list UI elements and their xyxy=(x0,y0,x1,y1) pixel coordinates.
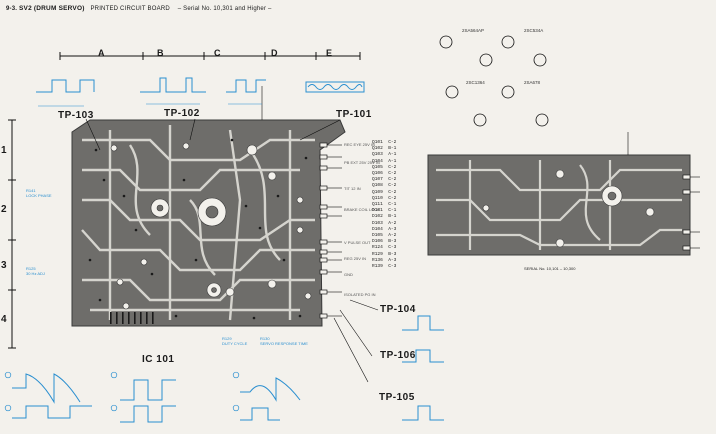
table-row: D101 C-1 xyxy=(372,208,397,214)
row-ruler xyxy=(8,119,16,349)
table-row: Q108 C-2 xyxy=(372,183,397,189)
table-row: R129 B-3 xyxy=(372,251,397,257)
scope-traces-bottom xyxy=(12,315,444,423)
r130-note: R130 SERVO RESPONSE TIME xyxy=(260,336,308,346)
diagram-title: 9-3. SV2 (DRUM SERVO) PRINTED CIRCUIT BO… xyxy=(6,5,272,12)
table-row: Q109 C-2 xyxy=(372,189,397,195)
coil-waveform xyxy=(305,81,365,93)
ic-101-label: IC 101 xyxy=(142,354,175,365)
transistor-symbols xyxy=(439,35,549,127)
parts-location-table: Q101 C-2 Q102 B-1 Q103 A-1 Q104 A-1 Q105… xyxy=(372,140,396,270)
title-main: SV2 (DRUM SERVO) xyxy=(19,5,85,12)
transistor-label: 2SA564AP xyxy=(462,28,485,33)
table-row: R139 C-3 xyxy=(372,264,397,270)
table-row: Q107 C-2 xyxy=(372,177,397,183)
table-row: Q101 C-2 xyxy=(372,140,397,145)
table-row: D104 A-3 xyxy=(372,226,397,232)
scope-traces-top xyxy=(36,77,266,107)
table-row: D102 B-1 xyxy=(372,214,397,220)
tp-101-label: TP-101 xyxy=(336,109,372,120)
table-row: D105 A-2 xyxy=(372,233,397,239)
column-label-b: B xyxy=(157,48,164,58)
table-row: D106 B-3 xyxy=(372,239,397,245)
table-row: Q104 A-1 xyxy=(372,158,397,164)
signal-label: BRAKE COIL LOCK xyxy=(344,207,380,212)
table-row: R136 A-3 xyxy=(372,257,397,263)
table-row: D103 A-2 xyxy=(372,220,397,226)
signal-label: TIT 12 IN xyxy=(344,186,361,191)
signal-label: V PULSE OUT xyxy=(344,240,371,245)
main-pcb-board xyxy=(71,119,346,327)
column-label-a: A xyxy=(98,48,105,58)
transistor-label: 2SA678 xyxy=(524,80,541,85)
table-row: Q103 A-1 xyxy=(372,152,397,158)
row-label-1: 1 xyxy=(1,145,7,156)
tp-102-label: TP-102 xyxy=(164,108,200,119)
table-row: Q105 C-2 xyxy=(372,164,397,170)
table-row: Q111 C-1 xyxy=(372,202,397,208)
tp-104-label: TP-104 xyxy=(380,304,416,315)
tp-103-label: TP-103 xyxy=(58,110,94,121)
row-label-3: 3 xyxy=(1,260,7,271)
second-board-serial: SERIAL No. 10,101 – 10,300 xyxy=(524,266,576,271)
signal-label: REC EYE 25V IN xyxy=(344,142,375,147)
title-number: 9-3. xyxy=(6,6,18,12)
table-row: R124 C-3 xyxy=(372,245,397,251)
title-subtitle: PRINTED CIRCUIT BOARD xyxy=(90,6,170,12)
table-row: Q106 C-2 xyxy=(372,171,397,177)
column-ruler xyxy=(59,52,361,60)
signal-label: PB EXT 25V 25V IN xyxy=(344,160,380,165)
second-pcb-board xyxy=(427,132,700,256)
edge-leader-lines xyxy=(85,86,379,383)
column-label-c: C xyxy=(214,48,221,58)
scope-markers xyxy=(4,371,240,412)
table-row: Q110 C-2 xyxy=(372,195,397,201)
tp-106-label: TP-106 xyxy=(380,350,416,361)
transistor-label: 2SC1364 xyxy=(466,80,485,85)
transistor-label: 2SC534A xyxy=(524,28,544,33)
r129-note: R129 DUTY CYCLE xyxy=(222,336,248,346)
title-serial: – Serial No. 10,301 and Higher – xyxy=(177,6,272,12)
table-row: Q102 B-1 xyxy=(372,146,397,152)
signal-label: REG 25V IN xyxy=(344,256,367,261)
tp-105-label: TP-105 xyxy=(379,392,415,403)
row-label-2: 2 xyxy=(1,204,7,215)
row-label-4: 4 xyxy=(1,314,7,325)
r141-note: R141 LOCK PHASE xyxy=(26,188,52,198)
r125-note: R125 30 Hz ADJ xyxy=(26,266,45,276)
signal-label: GND xyxy=(344,272,353,277)
edge-connectors xyxy=(319,142,328,319)
column-label-e: E xyxy=(326,48,333,58)
signal-label: ISOLATED PG IN xyxy=(344,292,376,297)
column-label-d: D xyxy=(271,48,278,58)
